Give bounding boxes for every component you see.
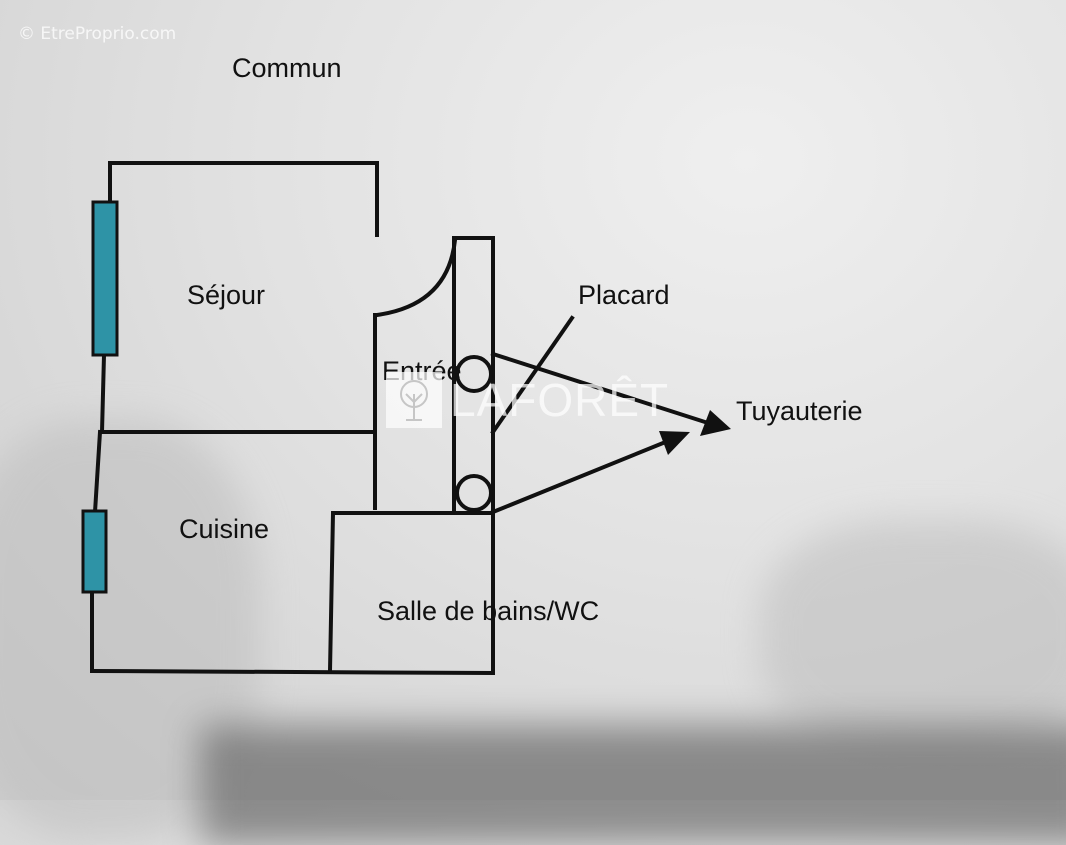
- photo-shadow-right: [760, 520, 1066, 750]
- arrowhead-bottom: [659, 431, 690, 455]
- window-cuisine: [81, 509, 108, 594]
- sejour-walls: [108, 161, 379, 237]
- pipe-arrow-bottom: [490, 438, 671, 515]
- pipe-circle-top: [455, 355, 493, 393]
- laforet-wordmark: LAFORÊT: [450, 374, 670, 426]
- label-placard: Placard: [578, 280, 670, 310]
- label-cuisine: Cuisine: [179, 514, 270, 544]
- label-sejour: Séjour: [187, 280, 266, 310]
- laforet-watermark: LAFORÊT: [386, 372, 669, 428]
- placard-pointer: [490, 315, 575, 435]
- pipe-circle-bottom: [455, 474, 493, 512]
- window-sejour: [91, 200, 119, 357]
- placard-outline: [452, 236, 495, 515]
- floor-plan: [81, 161, 731, 676]
- etreproprio-watermark: © EtreProprio.com: [18, 24, 177, 44]
- door-arc: [374, 237, 458, 318]
- pipe-arrow-top: [490, 351, 708, 425]
- label-salle-de-bains: Salle de bains/WC: [377, 596, 600, 626]
- label-commun: Commun: [232, 53, 342, 83]
- tree-logo-icon: [386, 372, 442, 428]
- arrowhead-top: [700, 410, 731, 436]
- label-tuyauterie: Tuyauterie: [736, 396, 863, 426]
- salle-de-bains-walls: [327, 511, 495, 675]
